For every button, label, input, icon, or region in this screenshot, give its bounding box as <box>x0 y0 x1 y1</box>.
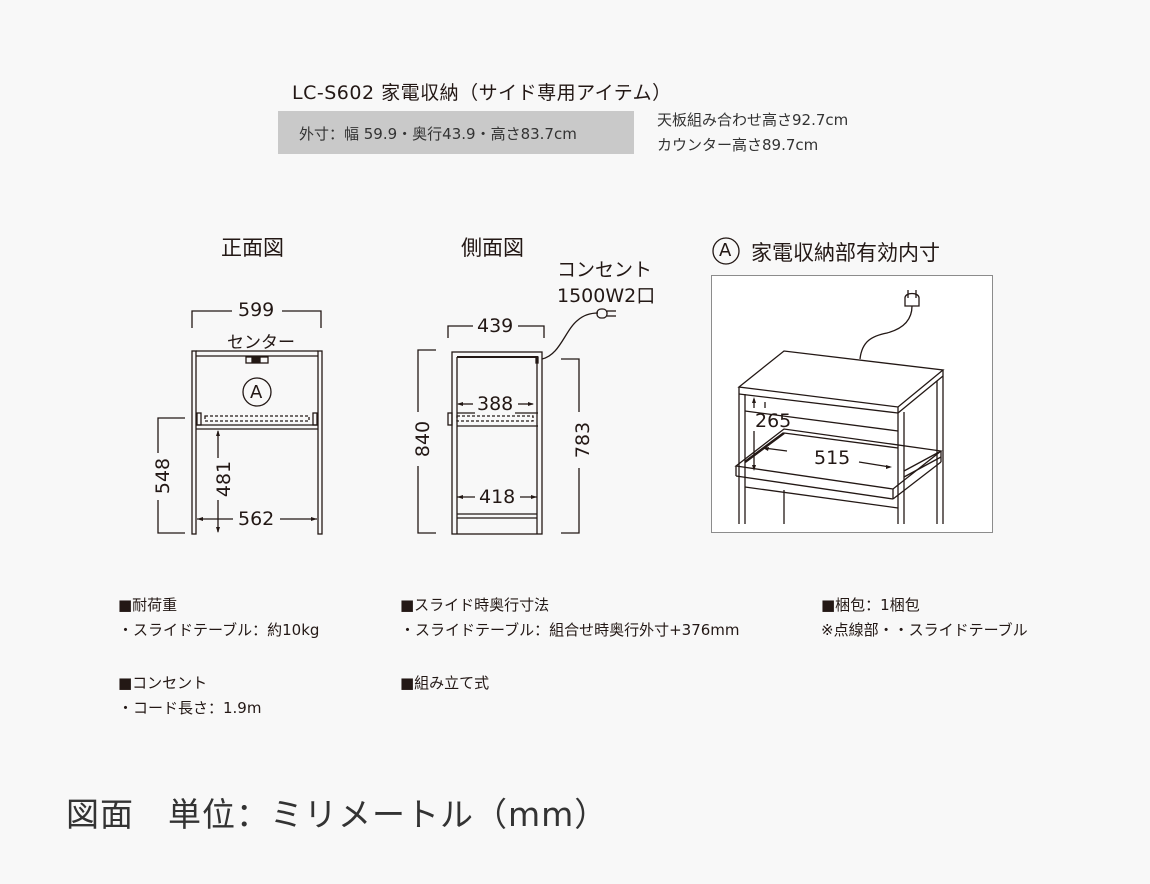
detail-marker-label: A <box>719 240 732 261</box>
slide-depth-heading: ■スライド時奥行寸法 <box>400 596 550 614</box>
total-height-label: 840 <box>412 418 435 460</box>
unit-footer: 図面 単位：ミリメートル（mm） <box>66 795 609 834</box>
detail-view-title: 家電収納部有効内寸 <box>751 241 940 265</box>
product-title: LC-S602 家電収納（サイド専用アイテム） <box>292 82 672 104</box>
outlet-heading: ■コンセント <box>118 674 208 692</box>
package-heading: ■梱包：1梱包 <box>821 596 920 614</box>
load-capacity-heading: ■耐荷重 <box>118 596 178 614</box>
front-marker-label: A <box>250 382 263 403</box>
slide-depth-label: 388 <box>475 393 516 415</box>
outer-dimensions-text: 外寸：幅 59.9・奥行43.9・高さ83.7cm <box>299 125 577 143</box>
detail-width-label: 515 <box>814 447 851 469</box>
storage-isometric-drawing <box>734 290 945 524</box>
load-capacity-text: ・スライドテーブル：約10kg <box>118 621 320 639</box>
slide-depth-text: ・スライドテーブル：組合せ時奥行外寸+376mm <box>400 621 740 639</box>
marker-a-circle-icon <box>712 237 740 265</box>
side-view-title: 側面図 <box>461 236 524 260</box>
center-label: センター <box>227 333 295 353</box>
detail-height-label: 265 <box>755 410 792 432</box>
outlet-label-line1: コンセント <box>557 259 653 281</box>
front-inner-width-label: 562 <box>236 508 277 530</box>
front-width-label: 599 <box>236 299 277 321</box>
assembly-heading: ■組み立て式 <box>400 674 490 692</box>
package-note: ※点線部・・スライドテーブル <box>821 621 1028 639</box>
outlet-label-line2: 1500W2口 <box>557 285 656 307</box>
side-inner-depth-label: 418 <box>477 486 518 508</box>
outer-dimensions-box <box>278 111 634 154</box>
front-view-title: 正面図 <box>221 236 284 260</box>
inner-height-label: 783 <box>572 419 595 461</box>
detail-view-panel: 265 515 <box>711 275 993 533</box>
top-board-height-note: 天板組み合わせ高さ92.7cm <box>657 111 849 129</box>
side-depth-label: 439 <box>475 315 516 337</box>
cord-length-text: ・コード長さ：1.9m <box>118 699 262 717</box>
counter-height-note: カウンター高さ89.7cm <box>657 136 819 154</box>
